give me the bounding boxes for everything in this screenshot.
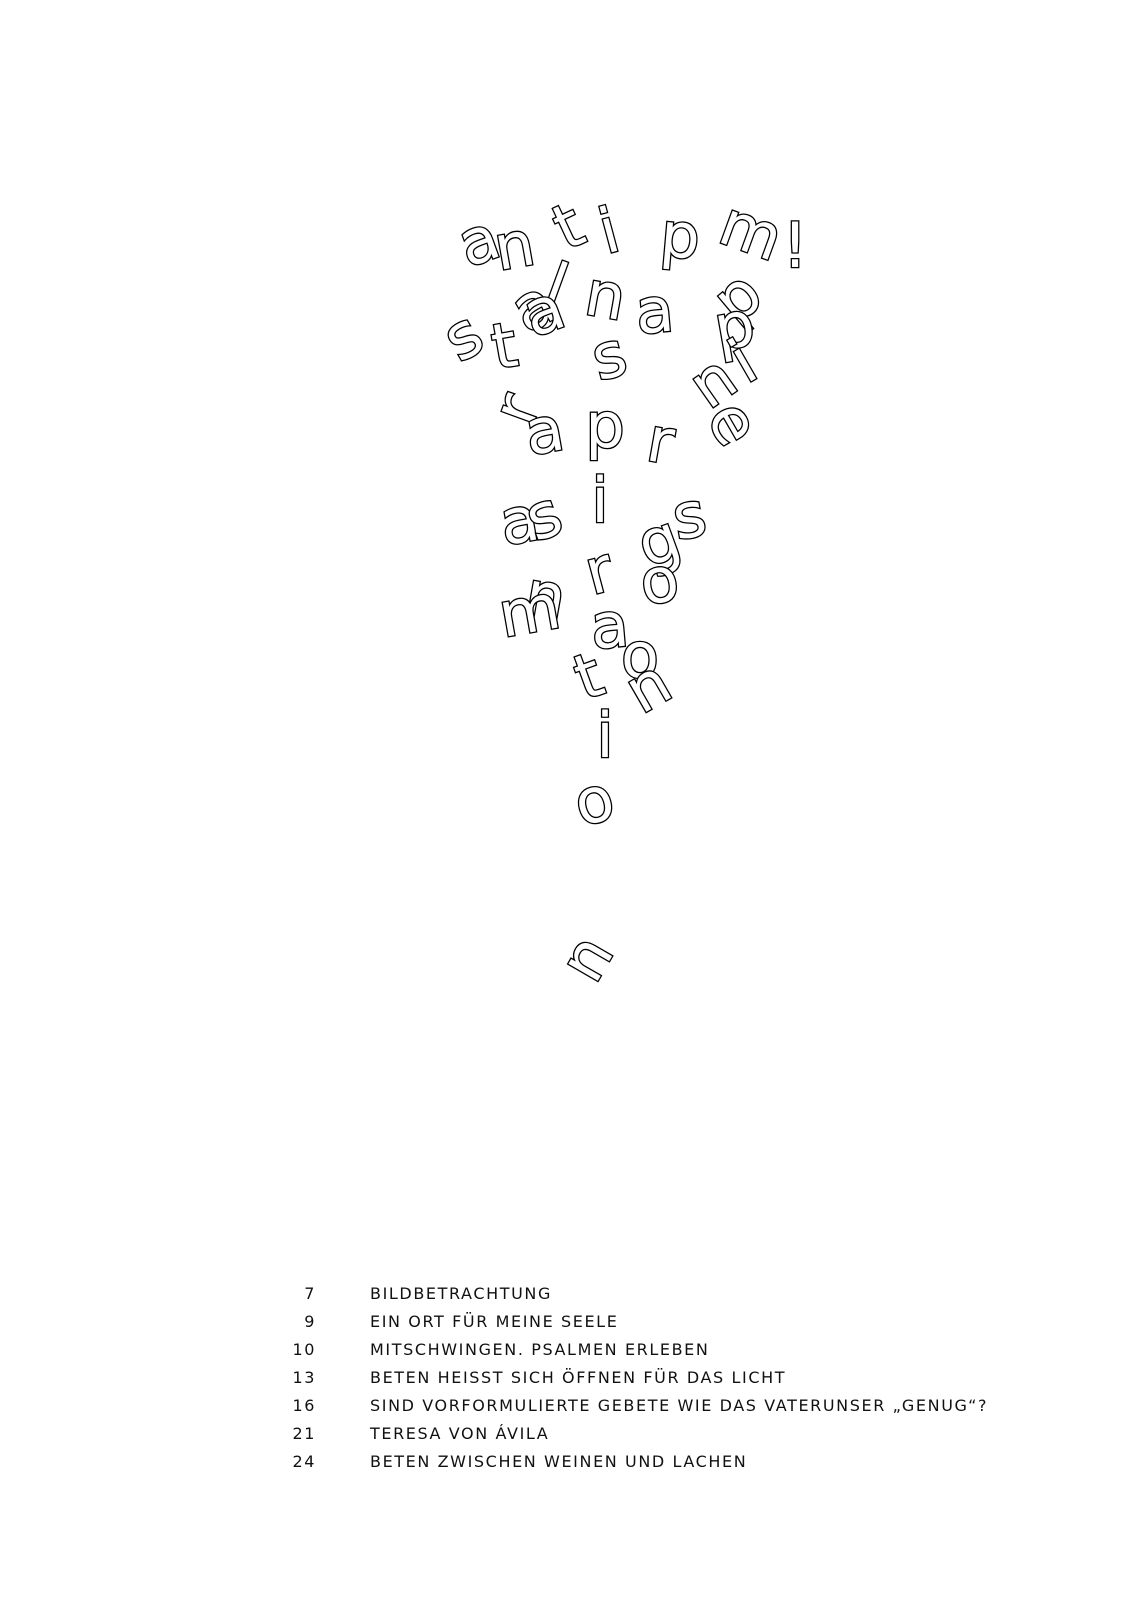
- toc-entry[interactable]: 10 MITSCHWINGEN. PSALMEN ERLEBEN: [0, 1340, 1132, 1368]
- toc-page-number: 16: [292, 1396, 316, 1415]
- artwork-letter: o: [566, 761, 622, 841]
- toc-page-number: 7: [304, 1284, 316, 1303]
- toc-entry[interactable]: 7 BILDBETRACHTUNG: [0, 1284, 1132, 1312]
- artwork-letter: a: [519, 391, 569, 469]
- artwork-letter: s: [431, 296, 495, 375]
- toc-title: BETEN ZWISCHEN WEINEN UND LACHEN: [370, 1452, 748, 1471]
- artwork-letter: o: [621, 619, 659, 692]
- artwork-letter: m: [493, 569, 565, 651]
- artwork-letter: a: [588, 588, 632, 664]
- toc-page-number: 10: [292, 1340, 316, 1359]
- artwork-letter: t: [486, 308, 523, 384]
- artwork-letter: !: [783, 209, 808, 282]
- artwork-letter: n: [545, 923, 628, 994]
- toc-page-number: 9: [304, 1312, 316, 1331]
- toc-entry[interactable]: 21 TERESA VON ÁVILA: [0, 1424, 1132, 1452]
- toc-title: MITSCHWINGEN. PSALMEN ERLEBEN: [370, 1340, 710, 1359]
- artwork-letter: p: [585, 389, 624, 462]
- toc-title: TERESA VON ÁVILA: [370, 1424, 550, 1443]
- artwork-letter: i: [596, 699, 613, 772]
- toc-title: BILDBETRACHTUNG: [370, 1284, 552, 1303]
- toc-entry[interactable]: 13 BETEN HEISST SICH ÖFFNEN FÜR DAS LICH…: [0, 1368, 1132, 1396]
- table-of-contents: 7 BILDBETRACHTUNG 9 EIN ORT FÜR MEINE SE…: [0, 1284, 1132, 1480]
- artwork-letter: a: [633, 273, 677, 349]
- artwork-letter: r: [642, 403, 680, 479]
- toc-entry[interactable]: 16 SIND VORFORMULIERTE GEBETE WIE DAS VA…: [0, 1396, 1132, 1424]
- toc-title: BETEN HEISST SICH ÖFFNEN FÜR DAS LICHT: [370, 1368, 787, 1387]
- artwork-letter: i: [591, 464, 608, 537]
- toc-entry[interactable]: 9 EIN ORT FÜR MEINE SEELE: [0, 1312, 1132, 1340]
- artwork-letter: p: [658, 198, 704, 274]
- toc-entry[interactable]: 24 BETEN ZWISCHEN WEINEN UND LACHEN: [0, 1452, 1132, 1480]
- toc-title: SIND VORFORMULIERTE GEBETE WIE DAS VATER…: [370, 1396, 989, 1415]
- toc-page-number: 13: [292, 1368, 316, 1387]
- toc-page-number: 21: [292, 1424, 316, 1443]
- artwork-letter: s: [584, 316, 634, 395]
- toc-page-number: 24: [292, 1452, 316, 1471]
- toc-title: EIN ORT FÜR MEINE SEELE: [370, 1312, 619, 1331]
